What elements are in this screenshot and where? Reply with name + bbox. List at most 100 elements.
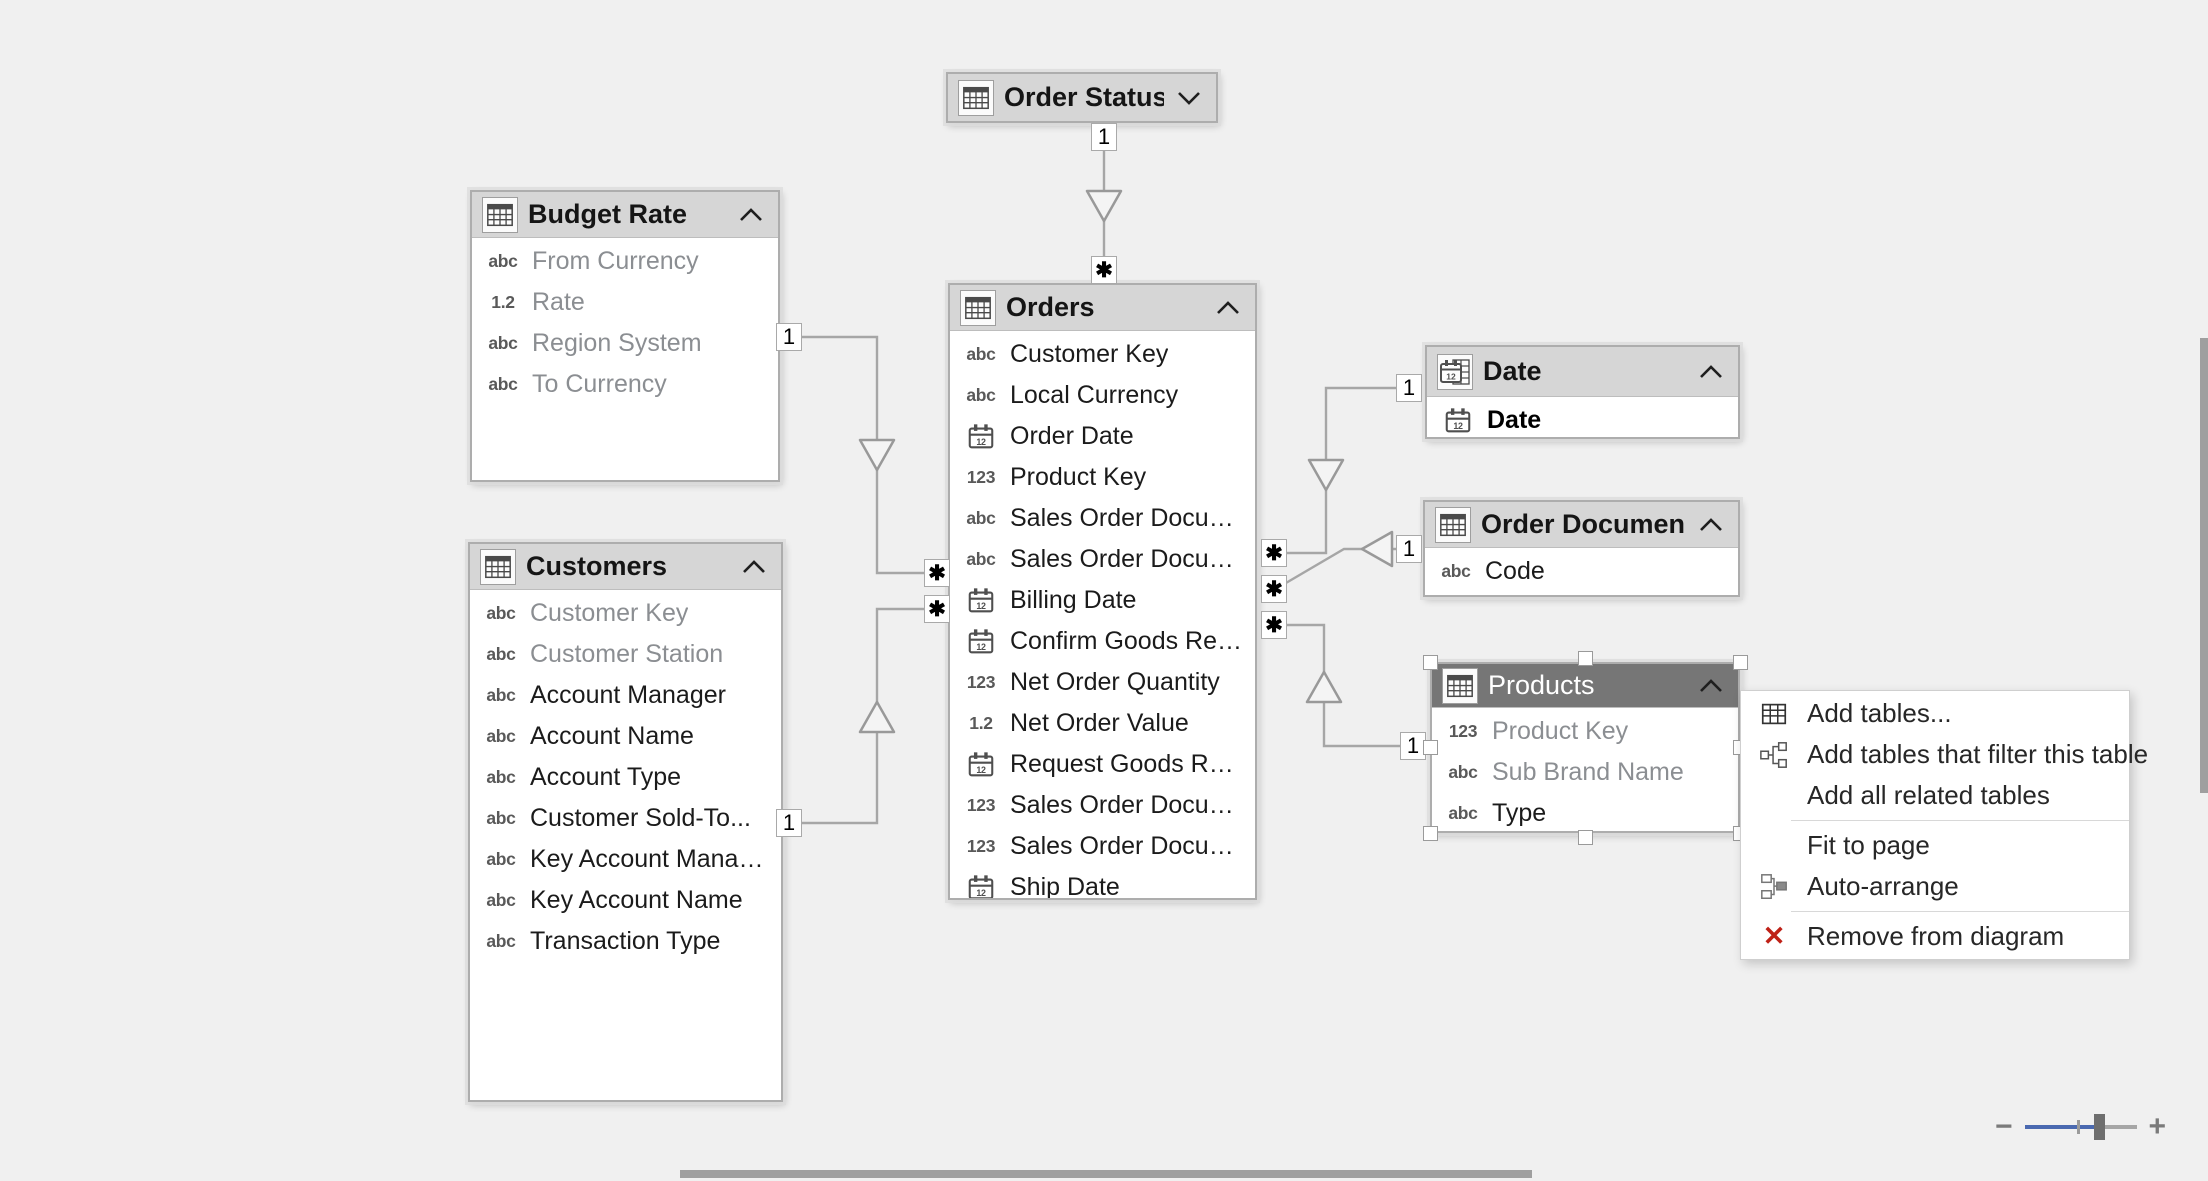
table-header[interactable]: Orders	[950, 285, 1255, 331]
selection-handle[interactable]	[1423, 826, 1438, 841]
text-icon: abc	[486, 849, 516, 869]
menu-item-add-tables[interactable]: Add tables...	[1741, 693, 2129, 734]
zoom-slider-handle[interactable]	[2093, 1114, 2105, 1140]
table-order-status[interactable]: Order Status	[946, 72, 1218, 123]
field-row[interactable]: Request Goods Rec...	[950, 744, 1255, 785]
text-icon: abc	[486, 685, 516, 705]
table-header[interactable]: Order Documen...	[1425, 502, 1738, 548]
menu-item-remove-from-diagram[interactable]: ✕ Remove from diagram	[1741, 916, 2129, 957]
horizontal-scrollbar-thumb[interactable]	[680, 1170, 1532, 1178]
filter-tables-icon	[1755, 740, 1793, 770]
menu-item-fit-to-page[interactable]: Fit to page	[1741, 825, 2129, 866]
zoom-slider-fill	[2024, 1125, 2099, 1129]
table-date[interactable]: Date Date	[1425, 345, 1740, 439]
field-label: Local Currency	[1010, 381, 1179, 409]
selection-handle[interactable]	[1423, 655, 1438, 670]
field-label: Ship Date	[1010, 873, 1120, 900]
table-header[interactable]: Products	[1432, 664, 1738, 708]
text-icon: abc	[966, 508, 996, 528]
arrow-down-icon	[858, 438, 896, 472]
cardinality-many-badge: ✱	[1261, 539, 1287, 567]
field-row[interactable]: 1.2 Rate	[472, 282, 778, 323]
calendar-icon	[958, 873, 1004, 901]
selection-handle[interactable]	[1578, 651, 1593, 666]
menu-item-add-all-related[interactable]: Add all related tables	[1741, 775, 2129, 816]
table-header[interactable]: Customers	[470, 544, 781, 590]
menu-item-auto-arrange[interactable]: Auto-arrange	[1741, 866, 2129, 907]
cardinality-one-badge: 1	[776, 323, 802, 351]
menu-item-add-tables-that-filter[interactable]: Add tables that filter this table	[1741, 734, 2148, 775]
zoom-in-icon[interactable]: +	[2148, 1110, 2167, 1143]
field-label: Rate	[532, 288, 585, 316]
text-icon: abc	[1448, 762, 1478, 782]
field-label: Net Order Quantity	[1010, 668, 1220, 696]
zoom-slider-track[interactable]	[2024, 1114, 2137, 1140]
field-label: From Currency	[532, 247, 699, 275]
table-header[interactable]: Date	[1427, 347, 1738, 397]
calendar-icon	[958, 627, 1004, 657]
calendar-icon	[958, 750, 1004, 780]
selection-handle[interactable]	[1578, 830, 1593, 845]
table-grid-icon	[1755, 699, 1793, 729]
chevron-up-icon[interactable]	[1696, 363, 1726, 381]
chevron-up-icon[interactable]	[1213, 299, 1243, 317]
table-header[interactable]: Order Status	[948, 74, 1216, 121]
date-table-icon	[1437, 353, 1473, 390]
chevron-up-icon[interactable]	[1696, 516, 1726, 534]
field-row[interactable]: Confirm Goods Rec...	[950, 621, 1255, 662]
chevron-up-icon[interactable]	[1696, 677, 1726, 695]
field-row[interactable]: Date	[1427, 400, 1738, 437]
table-header[interactable]: Budget Rate	[472, 192, 778, 238]
cardinality-many-badge: ✱	[1261, 611, 1287, 639]
vertical-scrollbar-thumb[interactable]	[2200, 338, 2208, 793]
field-row[interactable]: Ship Date	[950, 867, 1255, 901]
menu-divider	[1791, 911, 2129, 912]
chevron-up-icon[interactable]	[739, 558, 769, 576]
chevron-down-icon[interactable]	[1174, 89, 1204, 107]
field-label: Confirm Goods Rec...	[1010, 627, 1247, 655]
zoom-out-icon[interactable]: −	[1995, 1110, 2013, 1143]
field-row[interactable]: Billing Date	[950, 580, 1255, 621]
chevron-up-icon[interactable]	[736, 206, 766, 224]
field-row[interactable]: Order Date	[950, 416, 1255, 457]
field-label: Account Type	[530, 763, 682, 791]
selection-handle[interactable]	[1423, 740, 1438, 755]
table-title: Customers	[526, 551, 668, 581]
decimal-icon: 1.2	[491, 292, 515, 312]
field-label: Customer Key	[1010, 340, 1169, 368]
selection-handle[interactable]	[1733, 655, 1748, 670]
table-icon	[480, 548, 516, 585]
